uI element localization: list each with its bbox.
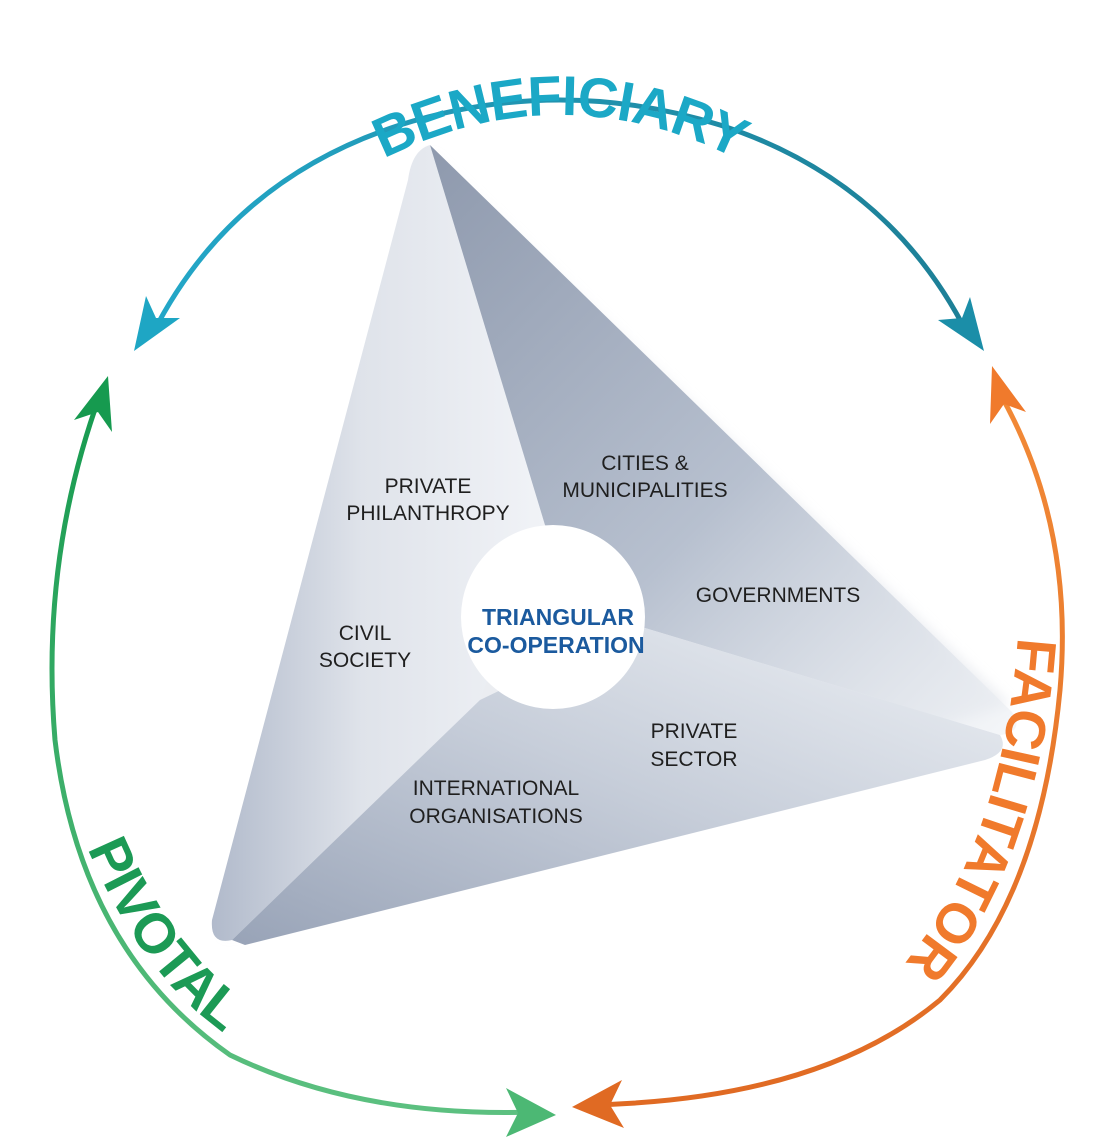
actor-private-philanthropy: PRIVATE PHILANTHROPY [346, 475, 509, 525]
beneficiary-arc-line [149, 97, 971, 337]
actor-label-line: MUNICIPALITIES [562, 479, 727, 502]
arrow-head-icon [134, 296, 180, 351]
beneficiary-arc [134, 97, 984, 351]
actor-label-line: CIVIL [339, 622, 392, 645]
triangle-shape [211, 145, 1017, 945]
actor-international-organisations: INTERNATIONAL ORGANISATIONS [409, 777, 582, 828]
facilitator-arc [572, 366, 1065, 1128]
actor-label-line: CITIES & [601, 452, 689, 475]
facet-top-right [430, 145, 1017, 735]
actor-label-line: SECTOR [650, 748, 737, 771]
actor-label-line: PRIVATE [385, 475, 472, 498]
facet-left [211, 145, 546, 941]
pivotal-arc-line [49, 394, 536, 1115]
pivotal-arc [49, 376, 556, 1137]
role-label-beneficiary-text: BENEFICIARY [363, 64, 759, 170]
arrow-head-icon [572, 1080, 624, 1128]
center-label-line2: CO-OPERATION [467, 632, 644, 658]
actor-governments: GOVERNMENTS [696, 584, 861, 607]
actor-label-line: PHILANTHROPY [346, 502, 509, 525]
center-circle [461, 525, 645, 709]
arrow-head-icon [74, 376, 112, 432]
actor-civil-society: CIVIL SOCIETY [319, 622, 411, 672]
actor-label-line: INTERNATIONAL [413, 777, 579, 800]
actor-private-sector: PRIVATE SECTOR [650, 720, 737, 771]
arrow-head-icon [506, 1088, 556, 1137]
actor-cities-municipalities: CITIES & MUNICIPALITIES [562, 452, 727, 502]
facilitator-arc-line [589, 383, 1065, 1108]
arrow-head-icon [938, 297, 984, 351]
center-label-line1: TRIANGULAR [482, 604, 634, 630]
actor-label-line: ORGANISATIONS [409, 805, 582, 828]
arrow-head-icon [990, 366, 1026, 424]
actor-label-line: PRIVATE [651, 720, 738, 743]
role-label-beneficiary: BENEFICIARY [363, 64, 758, 170]
actor-label-line: GOVERNMENTS [696, 584, 861, 607]
facet-bottom [232, 625, 1003, 945]
actor-label-line: SOCIETY [319, 649, 411, 672]
